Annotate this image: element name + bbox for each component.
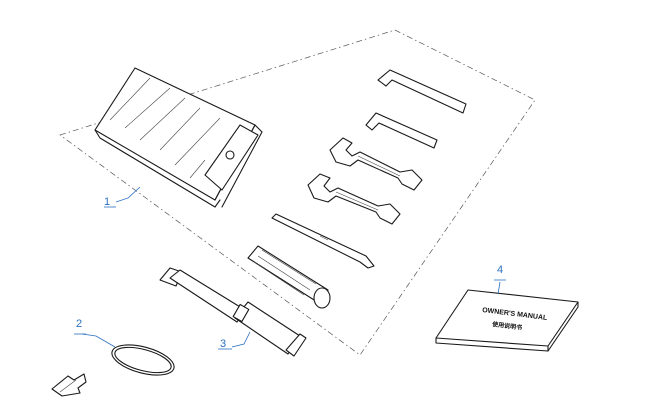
callout-3[interactable]: 3 bbox=[220, 338, 226, 350]
callout-4[interactable]: 4 bbox=[497, 264, 503, 276]
toolkit-group-outline bbox=[59, 29, 536, 356]
callout-3-leader bbox=[231, 331, 251, 348]
open-end-wrench-upper-icon bbox=[329, 137, 423, 191]
forward-arrow-icon[interactable] bbox=[51, 373, 87, 397]
manual-subtitle: 使用说明书 bbox=[491, 320, 523, 332]
open-end-wrench-lower-icon bbox=[307, 173, 401, 225]
hex-key-large-icon bbox=[377, 69, 467, 114]
tool-bag-icon bbox=[94, 67, 263, 208]
callout-2-leader bbox=[81, 333, 116, 348]
callout-2[interactable]: 2 bbox=[76, 318, 82, 330]
spark-plug-wrench-icon bbox=[159, 267, 307, 357]
o-ring-icon bbox=[111, 344, 175, 376]
owners-manual-icon: OWNER'S MANUAL 使用说明书 bbox=[435, 289, 579, 352]
screwdriver-icon bbox=[247, 245, 331, 309]
callout-1-leader bbox=[115, 186, 141, 203]
callout-1[interactable]: 1 bbox=[104, 196, 110, 208]
callout-4-leader bbox=[497, 281, 501, 295]
hex-key-small-icon bbox=[365, 112, 438, 149]
screwdriver-bit-icon bbox=[271, 213, 375, 269]
